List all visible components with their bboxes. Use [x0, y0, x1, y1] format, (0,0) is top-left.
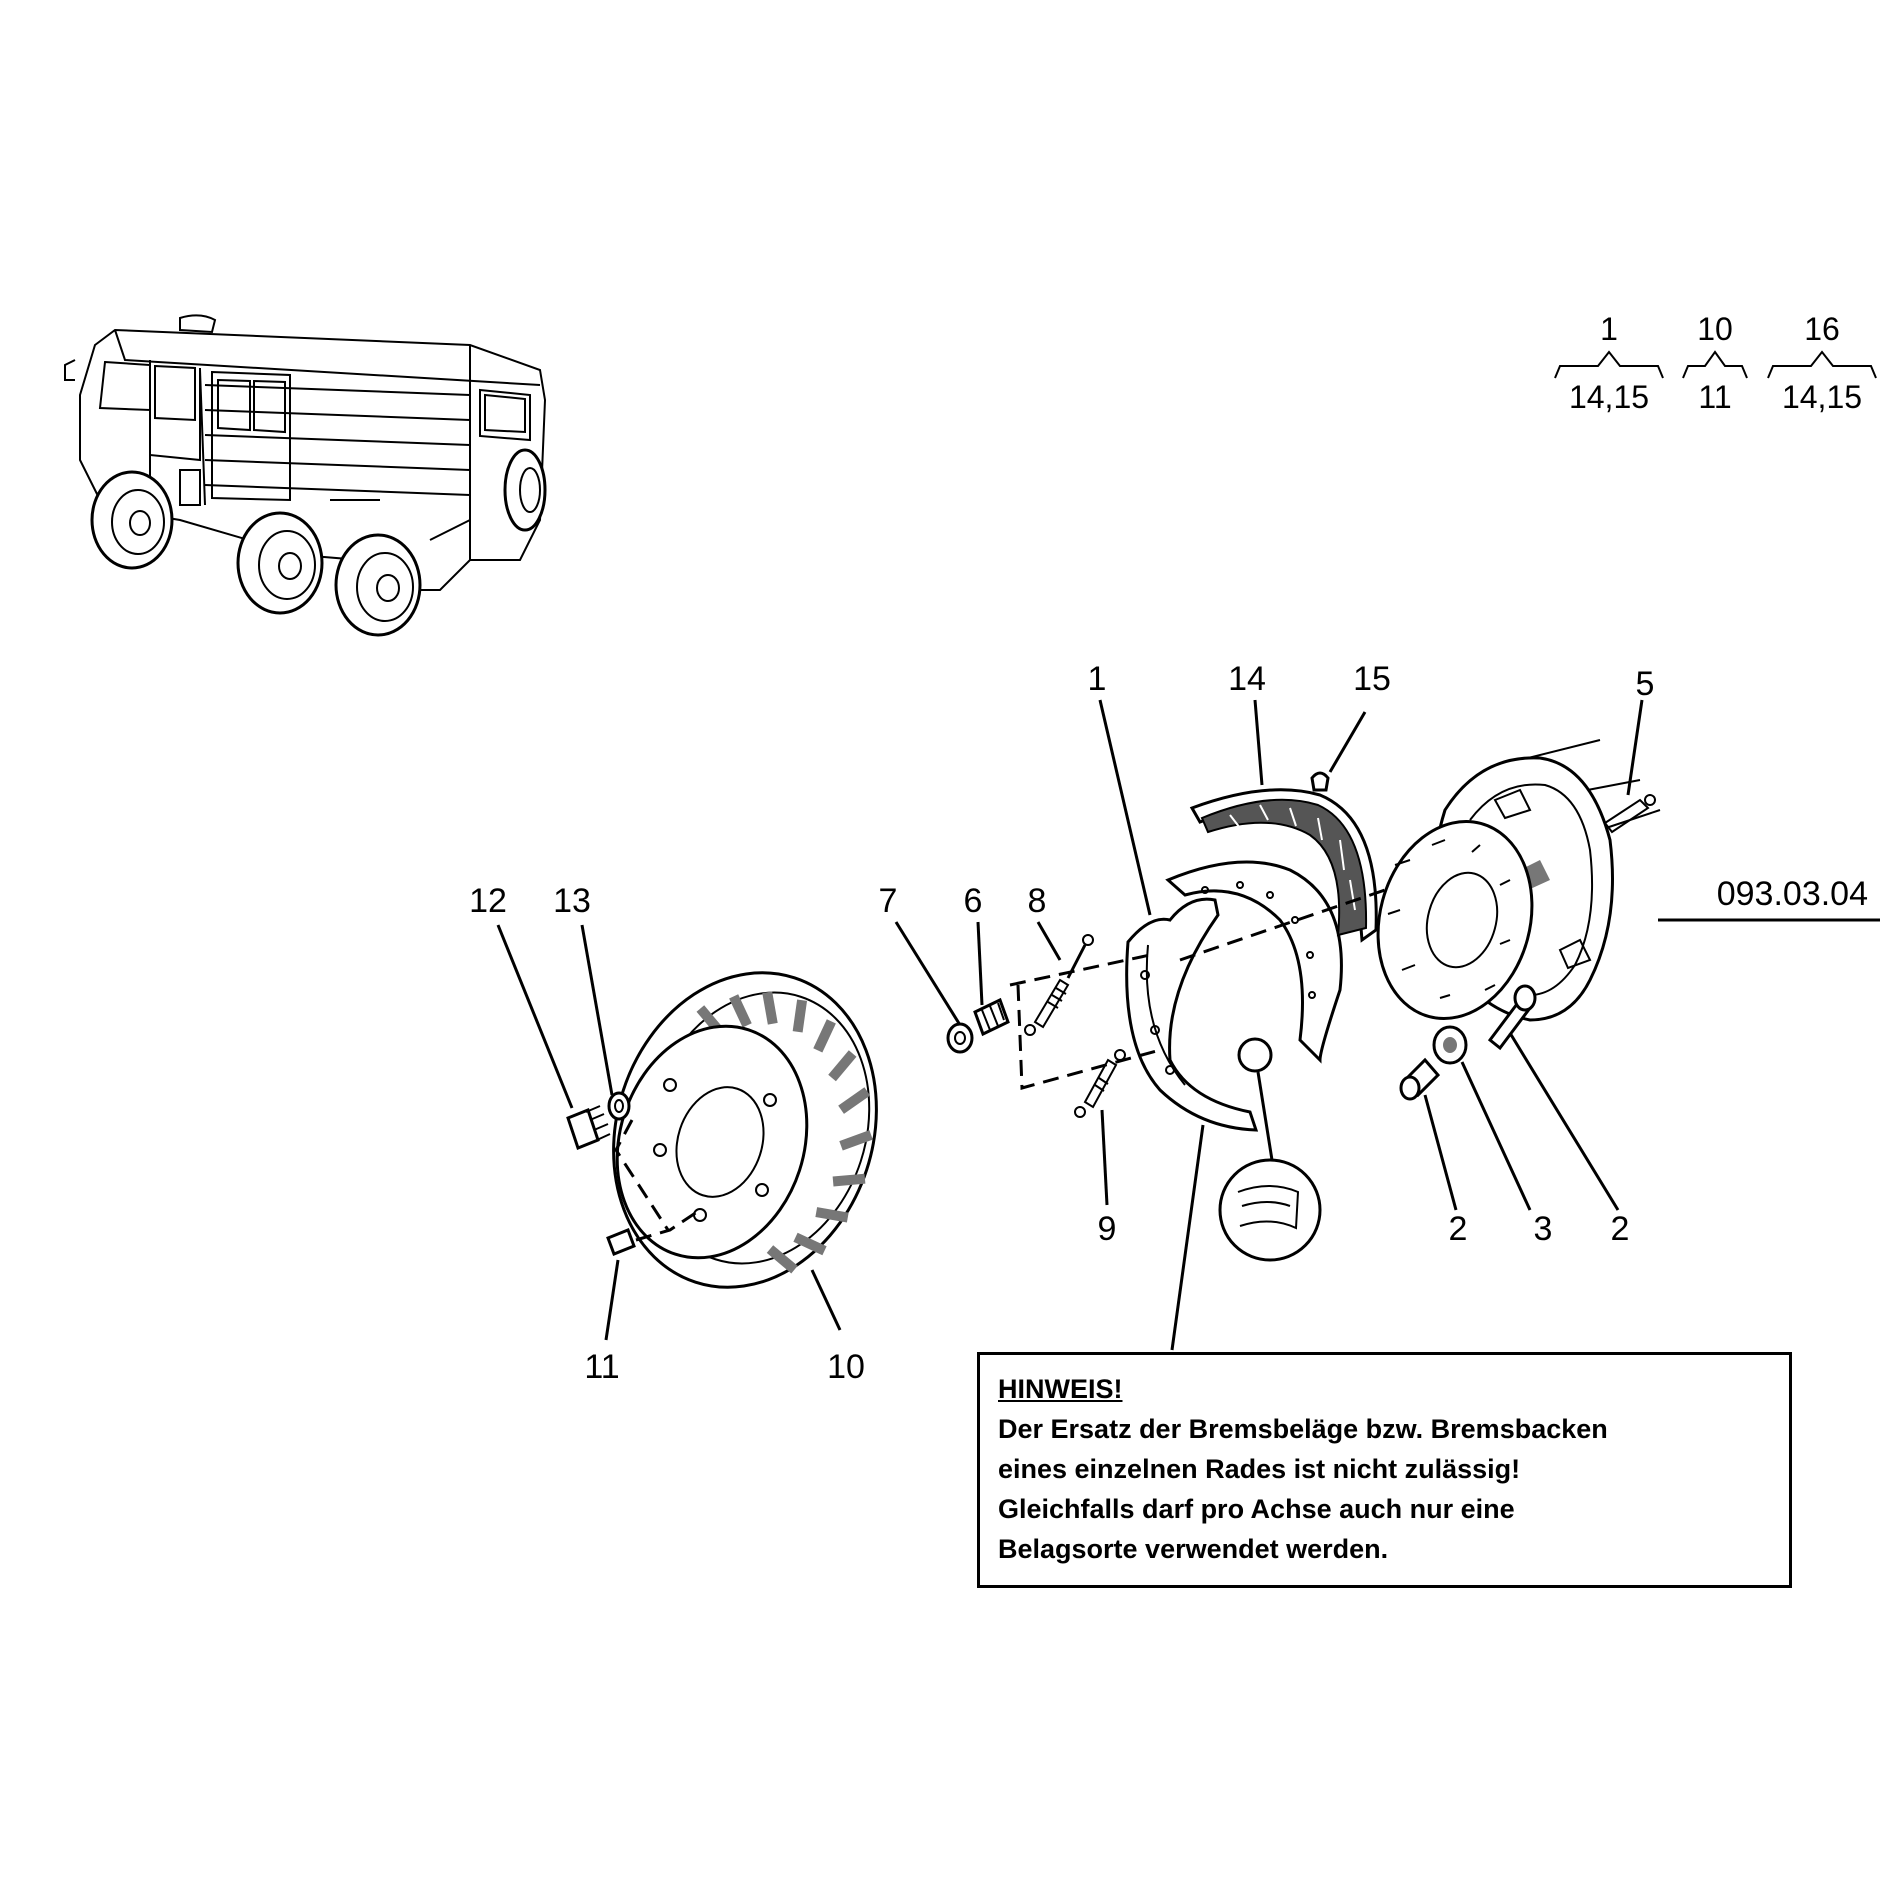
cap-part-7	[946, 1022, 974, 1054]
callout-10: 10	[827, 1348, 865, 1386]
shoe-alignment-lines	[1009, 888, 1386, 1090]
leader-lines	[496, 699, 1880, 1351]
brake-drum-part-10	[612, 971, 878, 1289]
vehicle-illustration	[64, 314, 547, 591]
note-line-1: Der Ersatz der Bremsbeläge bzw. Bremsbac…	[998, 1414, 1608, 1444]
brake-shoe-part-1	[1125, 897, 1259, 1132]
group-1-bottom: 14,15	[1569, 379, 1649, 415]
note-box: HINWEIS! Der Ersatz der Bremsbeläge bzw.…	[977, 1352, 1792, 1588]
callout-7: 7	[879, 882, 898, 920]
group-10-bottom: 11	[1698, 379, 1731, 415]
bleed-screw-part-2	[1487, 984, 1537, 1051]
vehicle-wheels	[90, 448, 547, 637]
nut-part-3	[1432, 1025, 1468, 1065]
callout-2-cap: 2	[1449, 1210, 1468, 1248]
callout-labels: 1 14 15 5 7 6 8 9 2 3 2 12 13 11 10	[469, 660, 1654, 1386]
drum-alignment-lines	[614, 1119, 701, 1242]
group-1-top: 1	[1600, 311, 1618, 347]
callout-15: 15	[1353, 660, 1391, 698]
note-line-4: Belagsorte verwendet werden.	[998, 1534, 1389, 1564]
callout-6: 6	[964, 882, 983, 920]
note-title: HINWEIS!	[998, 1374, 1123, 1404]
callout-12: 12	[469, 882, 507, 920]
brake-lining-part-14	[1189, 788, 1378, 943]
callout-11: 11	[584, 1348, 619, 1386]
brake-shoe-lining	[1165, 860, 1343, 1064]
callout-1: 1	[1088, 660, 1107, 698]
group-16: 16 14,15	[1767, 311, 1877, 415]
callout-9: 9	[1098, 1210, 1117, 1248]
group-1: 1 14,15	[1554, 311, 1664, 415]
washer-part-13	[607, 1091, 631, 1121]
cap-part-2	[1399, 1057, 1441, 1101]
callout-8: 8	[1028, 882, 1047, 920]
group-16-top: 16	[1804, 311, 1840, 347]
callout-5: 5	[1636, 665, 1655, 703]
backing-plate-assembly	[1376, 739, 1661, 1022]
bolt-part-12	[566, 1105, 611, 1150]
callout-2-screw: 2	[1611, 1210, 1630, 1248]
group-10: 10 11	[1682, 311, 1748, 415]
callout-3: 3	[1534, 1210, 1553, 1248]
group-16-bottom: 14,15	[1782, 379, 1862, 415]
reference-number: 093.03.04	[1717, 875, 1868, 913]
group-10-top: 10	[1697, 311, 1733, 347]
callout-14: 14	[1228, 660, 1266, 698]
rivet-part-15	[1310, 771, 1330, 792]
stud-part-11	[606, 1228, 636, 1256]
spring-part-8	[1024, 934, 1094, 1036]
callout-13: 13	[553, 882, 591, 920]
note-line-3: Gleichfalls darf pro Achse auch nur eine	[998, 1494, 1515, 1524]
group-index: 1 14,15 10 11 16 14,15	[1554, 311, 1877, 415]
spring-part-9	[1074, 1049, 1126, 1118]
detail-magnifier	[1218, 1037, 1322, 1262]
note-line-2: eines einzelnen Rades ist nicht zulässig…	[998, 1454, 1521, 1484]
spring-part-6	[973, 997, 1010, 1037]
